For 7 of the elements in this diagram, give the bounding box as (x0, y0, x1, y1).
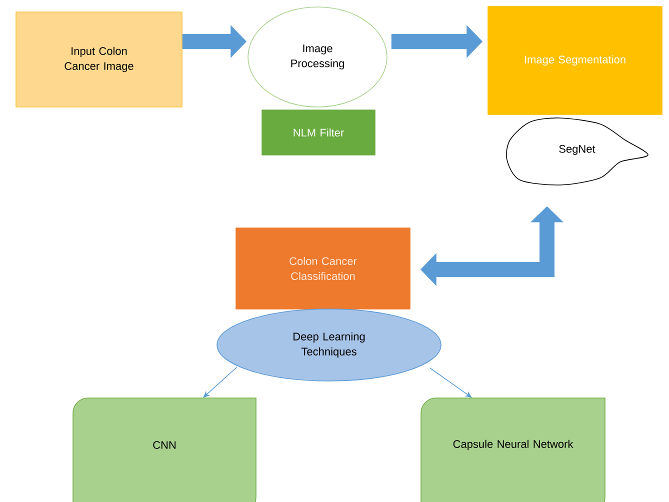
segmentation-box: Image Segmentation (488, 6, 662, 115)
method-box: CNN (72, 398, 256, 502)
input-box: Input Colon Cancer Image (16, 12, 182, 108)
classification-box: Colon Cancer Classification (236, 228, 410, 310)
arrow (430, 368, 472, 398)
method-box: Capsule Neural Network (420, 398, 606, 502)
filter-box: NLM Filter (262, 110, 376, 156)
